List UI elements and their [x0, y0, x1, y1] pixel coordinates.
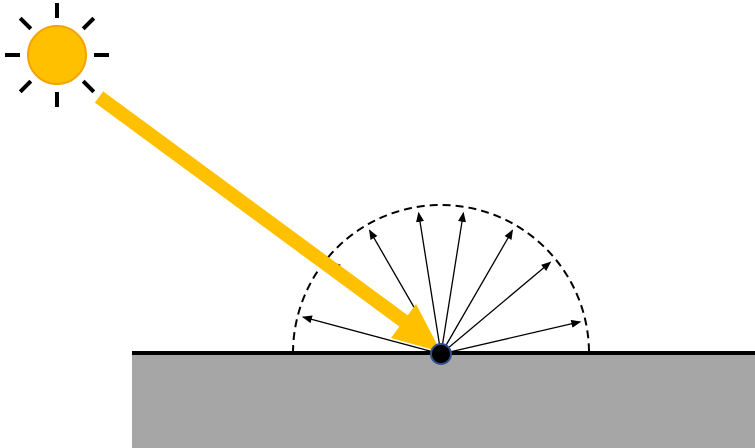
- reflection-hemisphere: [292, 204, 590, 354]
- reflected-ray: [440, 319, 582, 355]
- reflection-point: [430, 343, 452, 365]
- reflected-ray: [301, 315, 442, 355]
- sun-icon: [5, 3, 109, 107]
- sun-rays: [5, 3, 109, 107]
- surface: [132, 353, 755, 448]
- reflected-ray: [440, 211, 466, 355]
- reflected-ray: [416, 211, 442, 355]
- incident-ray-arrowhead: [391, 304, 441, 352]
- sun-ray: [81, 16, 96, 31]
- sun-ray: [18, 16, 33, 31]
- reflected-ray: [440, 261, 552, 355]
- incident-ray-shaft: [94, 91, 410, 328]
- sun-disc: [27, 25, 87, 85]
- sun-ray: [81, 79, 96, 94]
- reflected-ray: [440, 229, 514, 355]
- incident-light-ray: [94, 91, 441, 352]
- sun-ray: [18, 79, 33, 94]
